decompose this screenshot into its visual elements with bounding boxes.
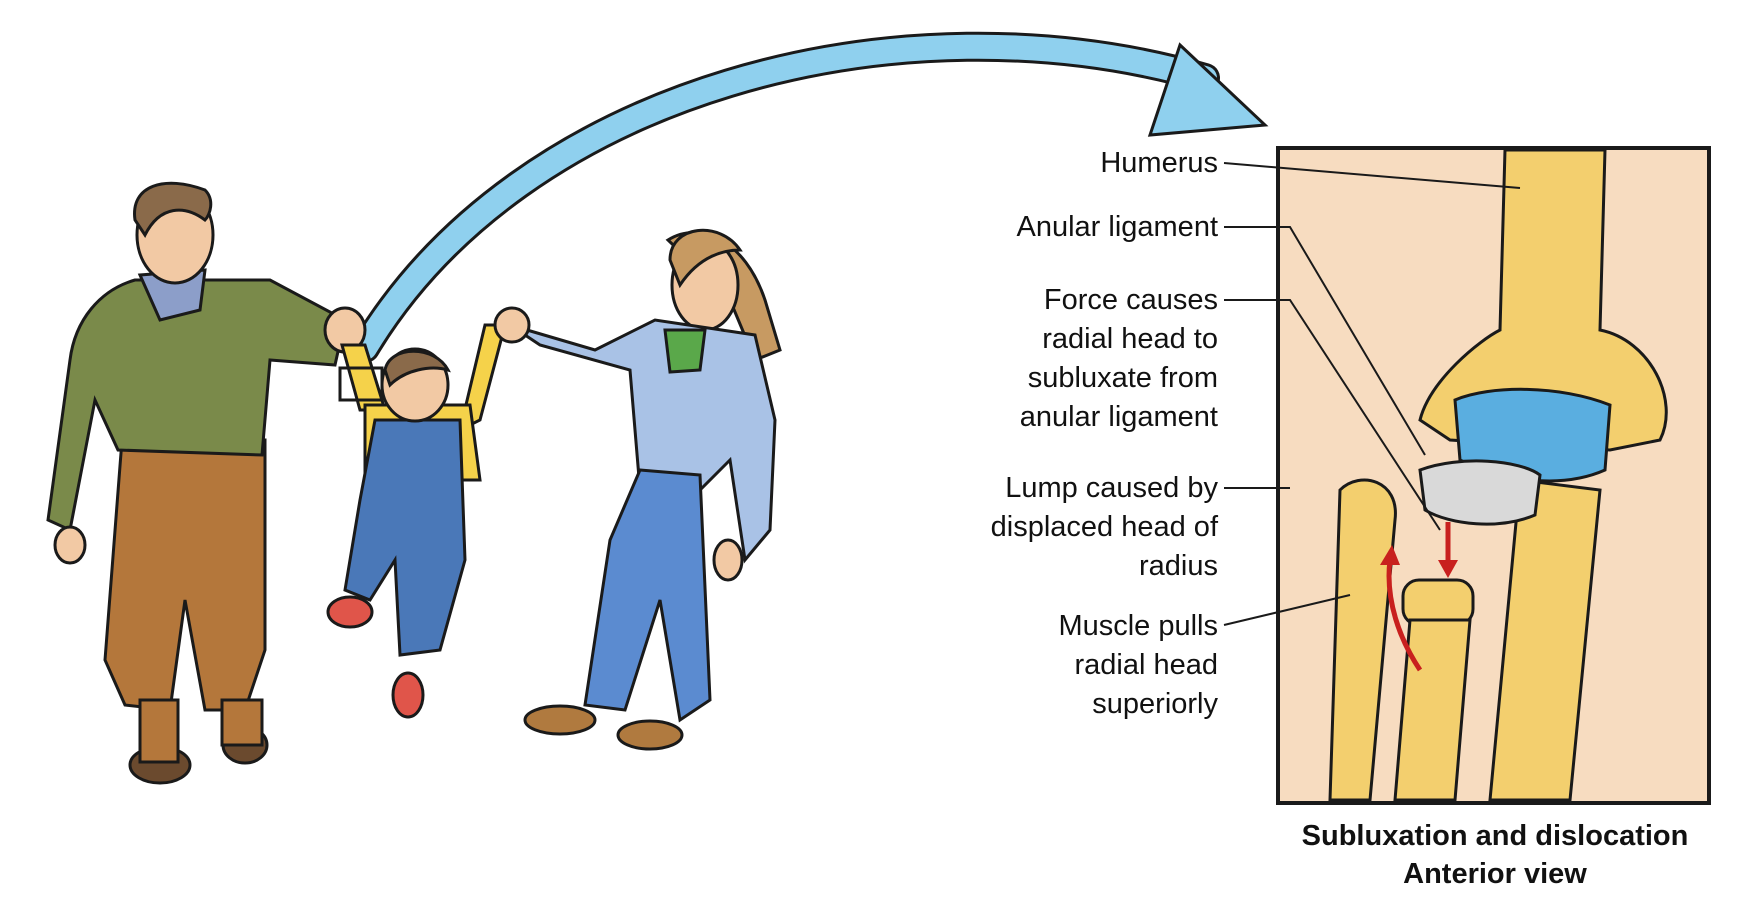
label-muscle: Muscle pulls radial head superiorly xyxy=(900,607,1218,724)
label-force: Force causes radial head to subluxate fr… xyxy=(900,281,1218,437)
figure-caption: Subluxation and dislocation Anterior vie… xyxy=(1260,817,1730,893)
caption-line-1: Subluxation and dislocation xyxy=(1260,817,1730,855)
label-anular-ligament: Anular ligament xyxy=(900,208,1218,247)
father-figure xyxy=(48,183,365,783)
child-figure xyxy=(328,325,505,717)
caption-line-2: Anterior view xyxy=(1260,855,1730,893)
radial-head xyxy=(1403,580,1473,625)
elbow-inset xyxy=(1278,148,1709,803)
label-lump: Lump caused by displaced head of radius xyxy=(900,469,1218,586)
anular-ligament xyxy=(1420,461,1540,524)
label-humerus: Humerus xyxy=(1000,144,1218,183)
mother-figure xyxy=(495,230,780,749)
